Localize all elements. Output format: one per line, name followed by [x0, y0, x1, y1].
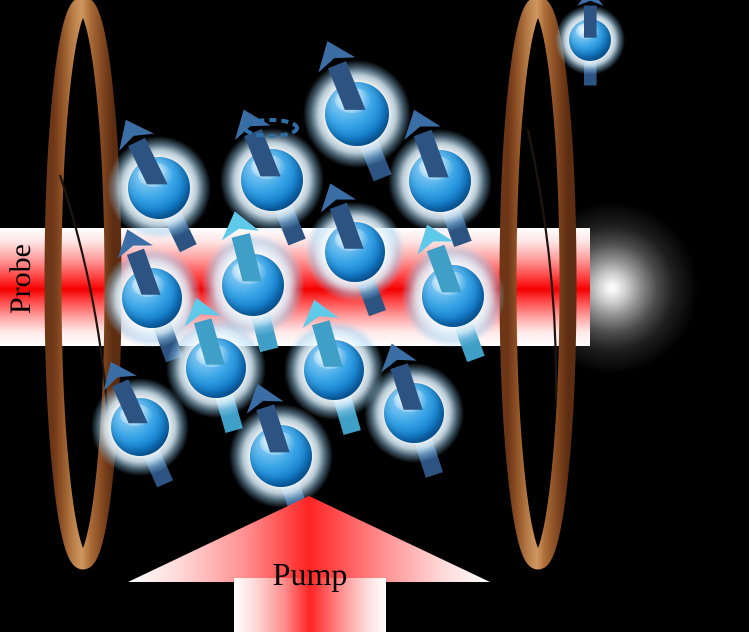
- spin-arrow-shaft: [426, 244, 462, 293]
- spin-arrow-head: [302, 319, 314, 328]
- spin-arrow-foreground: [235, 127, 281, 177]
- atom-14: [228, 383, 334, 523]
- spin-arrow-shaft: [193, 317, 225, 365]
- spin-arrow-foreground: [302, 319, 343, 367]
- spin-arrow-shaft: [413, 129, 449, 178]
- coil-lead-left: [58, 174, 110, 421]
- spin-arrow-head: [576, 0, 604, 6]
- helmholtz-coil-right: [499, 0, 577, 570]
- atom-9: [400, 224, 506, 362]
- spin-arrow-shaft: [112, 379, 148, 424]
- spin-arrow-foreground: [184, 317, 225, 365]
- spin-arrow-head: [318, 41, 356, 73]
- spin-arrow-shaft: [329, 202, 364, 249]
- atom-2: [219, 109, 325, 246]
- spin-arrow-foreground: [381, 362, 423, 410]
- spin-arrow-head: [104, 378, 117, 391]
- coil-lead-right: [526, 129, 558, 401]
- atom-11: [283, 299, 385, 435]
- pump-arrow-shaft: [234, 578, 386, 632]
- spin-arrow-shaft: [256, 404, 290, 453]
- atom-12: [91, 362, 189, 488]
- spin-arrow-head: [404, 109, 441, 140]
- spin-arrow-foreground: [576, 4, 604, 38]
- spin-arrow-shaft: [583, 5, 597, 38]
- spin-arrow-head: [318, 60, 333, 73]
- spin-arrow-shaft: [311, 319, 343, 367]
- spin-arrow-shaft: [328, 61, 366, 111]
- spin-arrow-head: [320, 182, 356, 212]
- spin-arrow-head: [184, 317, 196, 326]
- atom-4: [387, 109, 493, 247]
- spin-arrow-foreground: [404, 128, 449, 178]
- atom-10: [165, 297, 267, 433]
- spin-arrow-foreground: [117, 247, 161, 295]
- atom-sphere: [121, 267, 182, 328]
- spin-arrow-shaft: [390, 363, 423, 410]
- spin-arrow-head: [417, 224, 454, 255]
- spin-arrow-foreground: [221, 232, 262, 282]
- atom-5: [554, 0, 626, 86]
- atom-8: [304, 182, 406, 316]
- spin-arrow-head: [235, 109, 271, 140]
- spin-arrow-head: [320, 201, 333, 212]
- spin-arrow-head: [235, 127, 249, 140]
- spin-arrow-foreground: [320, 201, 364, 249]
- atom-1: [106, 119, 212, 253]
- spin-arrow-head: [119, 135, 134, 151]
- spin-arrow-shaft: [126, 248, 161, 295]
- spin-arrow-foreground: [119, 135, 168, 185]
- spin-arrow-shaft: [128, 137, 168, 185]
- precession-path: [243, 118, 299, 138]
- spin-arrow-foreground: [318, 60, 366, 111]
- atom-6: [101, 228, 203, 362]
- spin-arrow-head: [104, 362, 137, 391]
- spin-arrow-foreground: [246, 403, 290, 453]
- spin-arrow-head: [117, 228, 153, 258]
- spin-arrow-shaft: [244, 129, 281, 177]
- spin-arrow-head: [246, 403, 259, 414]
- spin-arrow-foreground: [417, 243, 462, 293]
- spin-precession-ellipse: [243, 118, 299, 138]
- pump-label: Pump: [272, 556, 348, 592]
- atom-13: [363, 343, 465, 478]
- spin-arrow-foreground: [104, 378, 148, 424]
- spin-arrow-head: [221, 211, 260, 241]
- spin-arrow-head: [117, 247, 130, 258]
- atom-3: [303, 41, 411, 182]
- spin-arrow-shaft: [231, 233, 262, 282]
- spin-arrow-head: [381, 362, 393, 372]
- spin-arrow-head: [119, 119, 154, 151]
